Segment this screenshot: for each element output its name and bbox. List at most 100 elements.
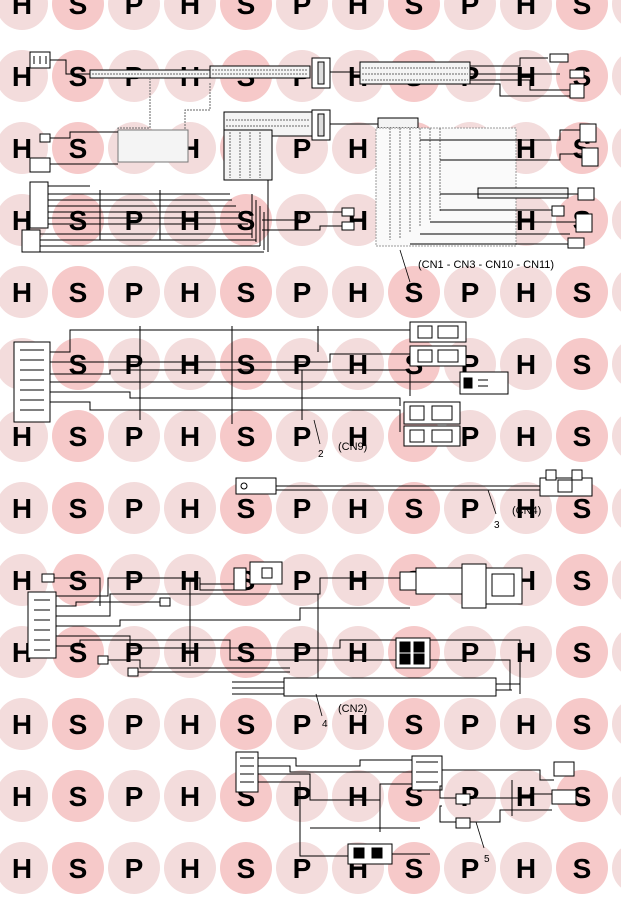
harness-2 (13, 321, 509, 447)
watermark-letter: S (69, 133, 88, 164)
watermark-circle (556, 266, 608, 318)
watermark-circle (52, 410, 104, 462)
watermark-circle (164, 338, 216, 390)
watermark-letter: P (125, 709, 144, 740)
watermark-letter: P (461, 853, 480, 884)
watermark-circle (556, 626, 608, 678)
watermark-circle (556, 842, 608, 894)
callout-5: 5 (484, 854, 490, 865)
watermark-letter: P (461, 493, 480, 524)
watermark-circle (388, 698, 440, 750)
watermark-circle (220, 194, 272, 246)
watermark-letter: H (180, 781, 200, 812)
watermark-circle (52, 698, 104, 750)
watermark-circle (388, 0, 440, 30)
watermark-circle (556, 698, 608, 750)
watermark-circle (556, 554, 608, 606)
watermark-circle (332, 338, 384, 390)
watermark-circle (108, 0, 160, 30)
watermark-circle (220, 338, 272, 390)
watermark-circle (108, 194, 160, 246)
watermark-letter: H (348, 781, 368, 812)
watermark-circle (388, 482, 440, 534)
watermark-letter: P (293, 781, 312, 812)
watermark-circle (52, 770, 104, 822)
watermark-letter: S (405, 493, 424, 524)
watermark-circle (500, 482, 552, 534)
watermark-circle (388, 842, 440, 894)
watermark-letter: P (125, 781, 144, 812)
watermark-letter: H (12, 205, 32, 236)
watermark-circle (52, 554, 104, 606)
watermark-letter: S (69, 493, 88, 524)
watermark-letter: P (293, 709, 312, 740)
watermark-letter: H (516, 421, 536, 452)
watermark-letter: P (461, 637, 480, 668)
watermark-circle (220, 770, 272, 822)
watermark-letter: P (125, 349, 144, 380)
watermark-circle (276, 194, 328, 246)
watermark-circle (52, 0, 104, 30)
watermark-circle (220, 410, 272, 462)
watermark-letter: S (405, 853, 424, 884)
watermark-circle (108, 482, 160, 534)
watermark-circle (0, 266, 48, 318)
watermark-letter: H (12, 421, 32, 452)
watermark-letter: H (516, 61, 536, 92)
watermark-circle (0, 482, 48, 534)
watermark-letter: H (348, 565, 368, 596)
watermark-letter: S (405, 277, 424, 308)
harness-3 (235, 469, 593, 515)
watermark-circle (0, 410, 48, 462)
watermark-letter: P (293, 205, 312, 236)
watermark-circle (276, 482, 328, 534)
watermark-letter: S (573, 637, 592, 668)
watermark-letter: H (12, 853, 32, 884)
watermark-letter: P (293, 637, 312, 668)
watermark-letter: H (516, 637, 536, 668)
watermark-circle (164, 770, 216, 822)
watermark-circle (164, 842, 216, 894)
watermark-circle (332, 410, 384, 462)
watermark-circle (52, 50, 104, 102)
watermark-circle (332, 626, 384, 678)
watermark-circle (164, 482, 216, 534)
watermark-circle (444, 482, 496, 534)
watermark-letter: H (516, 133, 536, 164)
watermark-circle (164, 194, 216, 246)
watermark-letter: S (573, 277, 592, 308)
watermark-letter: H (348, 349, 368, 380)
watermark-circle (164, 698, 216, 750)
callout-2-label: (CN9) (338, 441, 367, 453)
watermark-letter: S (69, 421, 88, 452)
watermark-letter: H (12, 61, 32, 92)
watermark-letter: S (69, 781, 88, 812)
watermark-circle (276, 0, 328, 30)
watermark-circle (276, 770, 328, 822)
watermark-letter: S (573, 853, 592, 884)
watermark-circle (52, 194, 104, 246)
watermark-letter: H (12, 709, 32, 740)
watermark-letter: P (293, 0, 312, 20)
watermark-circle (220, 626, 272, 678)
watermark-letter: H (348, 133, 368, 164)
watermark-letter: P (293, 853, 312, 884)
watermark-circle (52, 122, 104, 174)
watermark-circle (276, 626, 328, 678)
watermark-letter: H (12, 277, 32, 308)
watermark-letter: H (516, 205, 536, 236)
callout-2: 2 (CN9) (318, 441, 367, 460)
watermark-letter: H (180, 853, 200, 884)
watermark-circle (108, 338, 160, 390)
watermark-letter: H (180, 205, 200, 236)
watermark-letter: H (12, 493, 32, 524)
watermark-circle (220, 842, 272, 894)
watermark-letter: S (69, 853, 88, 884)
watermark-circle (612, 848, 621, 888)
watermark-letter: P (125, 421, 144, 452)
watermark-circle (164, 0, 216, 30)
watermark-letter: H (180, 349, 200, 380)
watermark-circle (276, 554, 328, 606)
watermark-letter: P (125, 205, 144, 236)
watermark-letter: S (69, 349, 88, 380)
